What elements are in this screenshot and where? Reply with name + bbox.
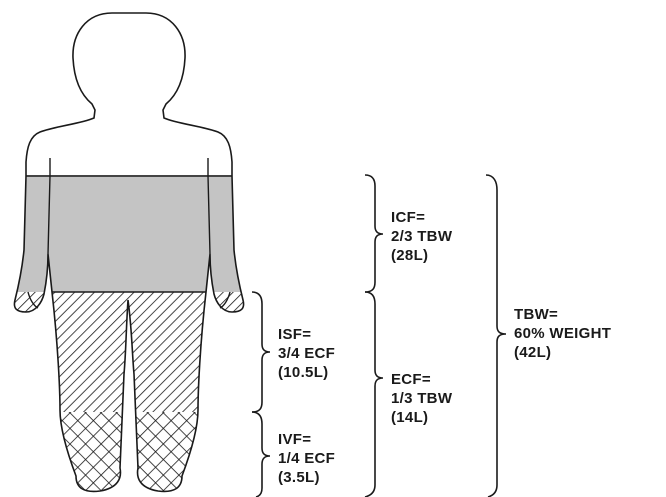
ivf-bracket <box>252 412 270 497</box>
icf-label: ICF= 2/3 TBW (28L) <box>391 208 452 265</box>
icf-label-line1: ICF= <box>391 208 452 227</box>
ivf-label: IVF= 1/4 ECF (3.5L) <box>278 430 335 487</box>
icf-region-fill <box>0 175 260 292</box>
tbw-label-line1: TBW= <box>514 305 611 324</box>
icf-label-line2: 2/3 TBW <box>391 227 452 246</box>
icf-bracket <box>365 175 383 292</box>
ecf-label-line3: (14L) <box>391 408 452 427</box>
ivf-label-line1: IVF= <box>278 430 335 449</box>
isf-label-line1: ISF= <box>278 325 335 344</box>
ecf-label: ECF= 1/3 TBW (14L) <box>391 370 452 427</box>
isf-bracket <box>252 292 270 412</box>
tbw-bracket <box>486 175 506 497</box>
tbw-label-line2: 60% WEIGHT <box>514 324 611 343</box>
body-fills <box>0 175 260 497</box>
tbw-label-line3: (42L) <box>514 343 611 362</box>
ivf-label-line3: (3.5L) <box>278 468 335 487</box>
isf-label-line3: (10.5L) <box>278 363 335 382</box>
ivf-region-crosshatch <box>0 412 260 497</box>
isf-label: ISF= 3/4 ECF (10.5L) <box>278 325 335 382</box>
tbw-label: TBW= 60% WEIGHT (42L) <box>514 305 611 362</box>
isf-label-line2: 3/4 ECF <box>278 344 335 363</box>
icf-label-line3: (28L) <box>391 246 452 265</box>
ivf-label-line2: 1/4 ECF <box>278 449 335 468</box>
ecf-label-line1: ECF= <box>391 370 452 389</box>
ecf-bracket <box>365 292 383 497</box>
ecf-label-line2: 1/3 TBW <box>391 389 452 408</box>
